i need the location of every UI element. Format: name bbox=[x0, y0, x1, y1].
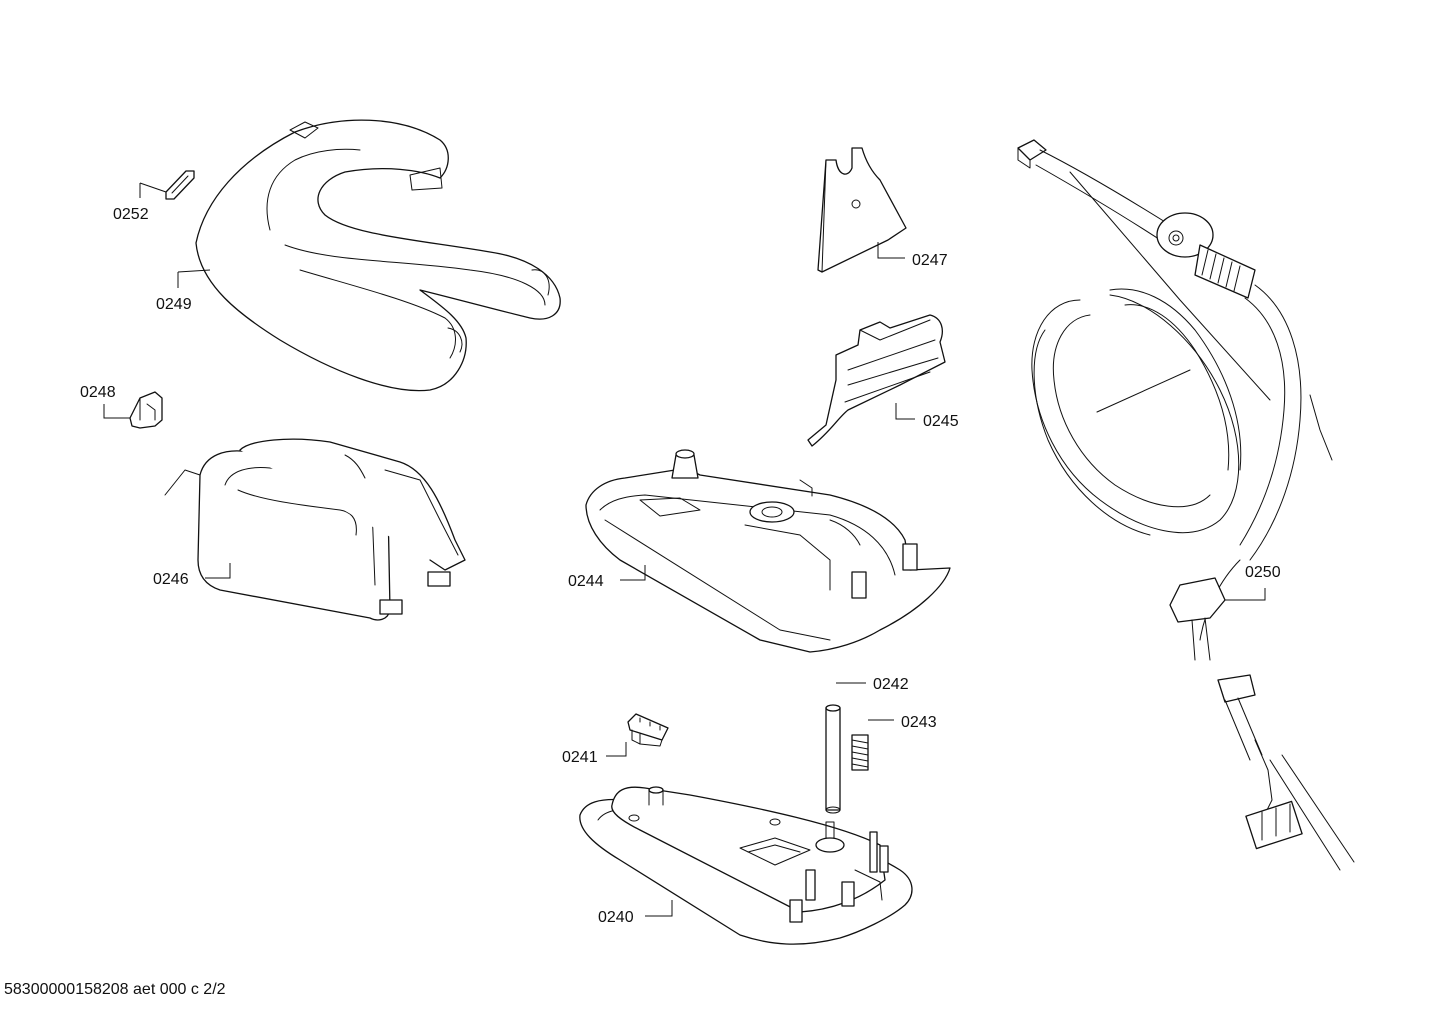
label-0248: 0248 bbox=[80, 384, 116, 401]
label-0244: 0244 bbox=[568, 573, 604, 590]
label-0240: 0240 bbox=[598, 909, 634, 926]
label-0245: 0245 bbox=[923, 413, 959, 430]
part-0242-rod bbox=[825, 704, 841, 814]
document-reference-footer: 58300000158208 aet 000 c 2/2 bbox=[4, 981, 226, 998]
label-0242: 0242 bbox=[873, 676, 909, 693]
label-0250: 0250 bbox=[1245, 564, 1281, 581]
part-0247-plate bbox=[817, 147, 907, 273]
label-0247: 0247 bbox=[912, 252, 948, 269]
label-0249: 0249 bbox=[156, 296, 192, 313]
part-labels: 0252 0249 0248 0246 0247 0245 0244 0242 … bbox=[80, 206, 1281, 926]
part-0250-power-cord bbox=[1017, 139, 1355, 871]
part-0243-spring bbox=[851, 734, 869, 771]
part-0248-bracket bbox=[129, 391, 163, 429]
part-0245-cover-clip bbox=[807, 314, 946, 447]
leader-lines bbox=[103, 182, 1266, 917]
part-0249-handle-shell bbox=[195, 119, 561, 392]
label-0241: 0241 bbox=[562, 749, 598, 766]
label-0246: 0246 bbox=[153, 571, 189, 588]
part-0246-rear-housing bbox=[164, 438, 466, 621]
part-0240-sole-plate bbox=[579, 786, 913, 945]
part-0244-top-cover bbox=[585, 449, 951, 653]
part-0241-connector bbox=[627, 713, 669, 747]
label-0252: 0252 bbox=[113, 206, 149, 223]
part-0252-clip bbox=[165, 170, 195, 200]
label-0243: 0243 bbox=[901, 714, 937, 731]
